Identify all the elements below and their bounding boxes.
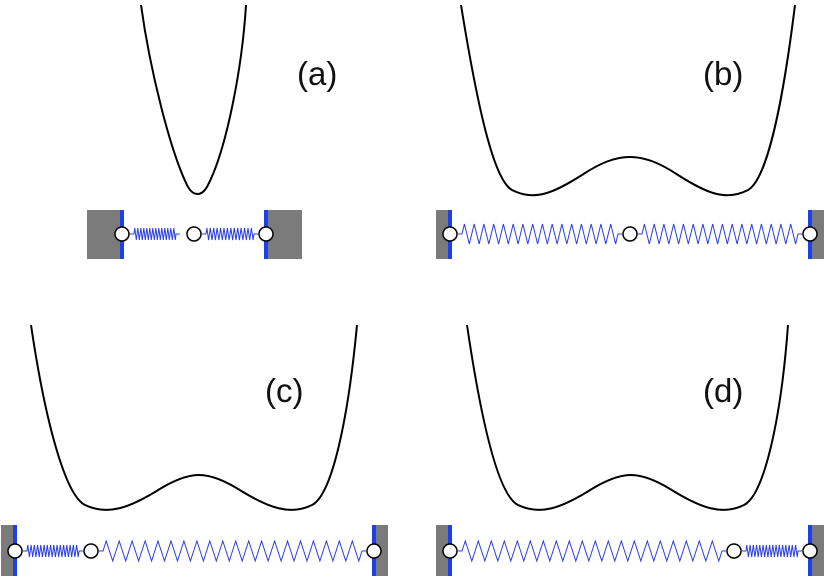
spring-right-b [638,223,802,245]
spring-left-a [130,227,180,241]
potential-curve-a [140,4,247,195]
center-mass-d [726,543,742,559]
potential-curve-d [466,324,789,511]
left-anchor-mass-b [442,226,458,242]
panel-d: (d) [436,324,824,576]
panel-label-a: (a) [297,55,337,92]
spring-right-a [202,227,258,241]
left-anchor-mass-a [114,226,130,242]
potential-curve-c [30,324,358,511]
center-mass-b [622,226,638,242]
potential-curve-b [460,4,796,197]
spring-left-d [458,539,726,563]
spring-right-d [742,544,802,558]
center-mass-c [83,543,99,559]
panel-label-c: (c) [265,372,303,409]
right-anchor-mass-a [258,226,274,242]
panel-b: (b) [436,4,824,259]
right-anchor-mass-c [366,543,382,559]
right-anchor-mass-b [802,226,818,242]
left-anchor-mass-d [442,543,458,559]
right-anchor-mass-d [802,543,818,559]
left-anchor-mass-c [7,543,23,559]
panel-a: (a) [87,4,337,259]
center-mass-a [186,226,202,242]
panel-label-d: (d) [703,372,743,409]
spring-right-c [99,539,366,563]
spring-left-b [458,223,622,245]
spring-left-c [23,544,83,558]
panel-c: (c) [1,324,388,576]
panel-label-b: (b) [703,55,743,92]
